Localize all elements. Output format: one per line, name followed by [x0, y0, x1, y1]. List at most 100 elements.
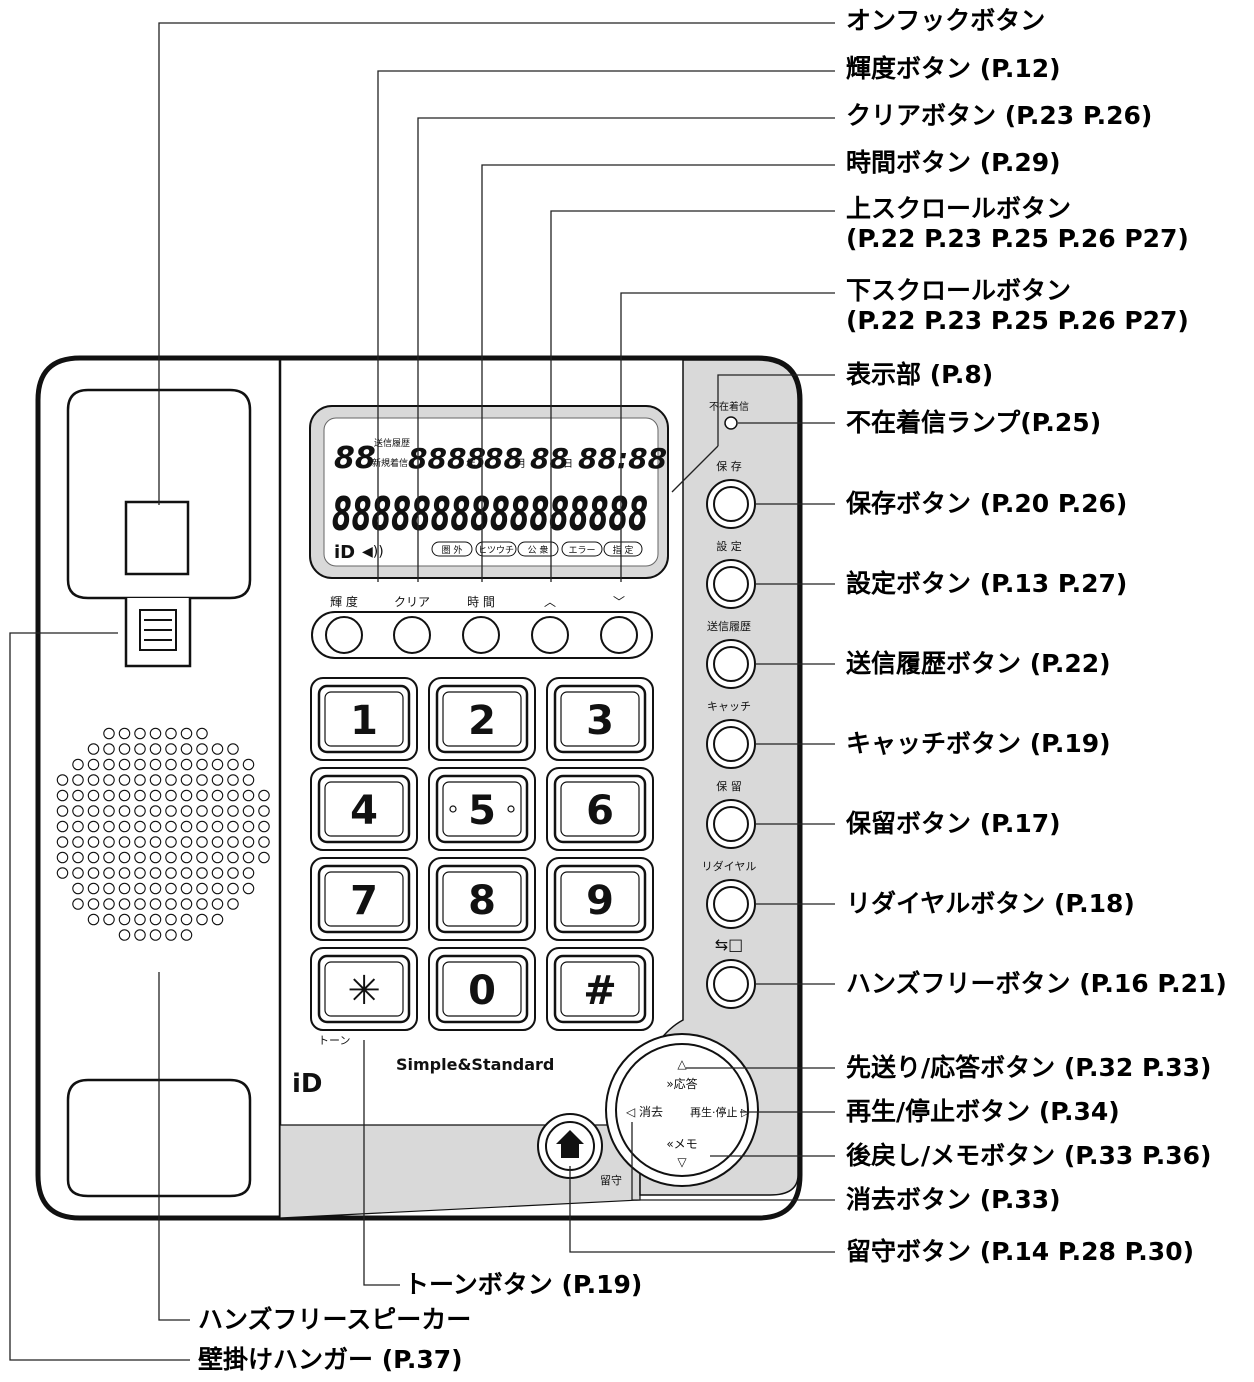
scroll-up-button[interactable] — [531, 616, 569, 654]
speaker-hole — [196, 789, 208, 802]
keypad-key[interactable] — [317, 864, 411, 934]
label-handsfree-button: ハンズフリーボタン (P.16 P.21) — [846, 969, 1227, 998]
hold-button-label: 保 留 — [716, 779, 742, 793]
speaker-hole — [196, 913, 208, 926]
speaker-hole — [165, 867, 177, 879]
onhook-button[interactable] — [124, 500, 190, 576]
label-scroll-up-title: 上スクロールボタン — [846, 194, 1072, 223]
speaker-hole — [103, 774, 115, 786]
tactile-dot — [507, 805, 515, 813]
top-function-buttons: 輝 度クリア時 間︿﹀ — [325, 594, 638, 654]
sent-history-button[interactable] — [713, 646, 749, 682]
dial-forward-label: »応答 — [666, 1076, 697, 1091]
speaker-hole — [211, 758, 224, 771]
leader-scroll-down — [620, 292, 835, 582]
redial-button[interactable] — [713, 886, 749, 922]
speaker-hole — [227, 758, 239, 771]
key-inner-rim — [442, 871, 522, 927]
speaker-hole — [72, 898, 84, 910]
speaker-hole — [196, 851, 208, 864]
speaker-hole — [72, 836, 84, 848]
scroll-down-button-label: ﹀ — [613, 595, 625, 609]
keypad-key[interactable] — [435, 954, 529, 1024]
answering-button-label: 留守 — [600, 1173, 622, 1187]
speaker-hole — [165, 913, 177, 926]
speaker-hole — [87, 898, 100, 910]
label-forward-answer-button: 先送り/応答ボタン (P.32 P.33) — [846, 1053, 1212, 1082]
keypad-key[interactable] — [435, 774, 529, 844]
keypad-key[interactable] — [553, 954, 647, 1024]
speaker-hole — [87, 805, 100, 817]
settings-button[interactable] — [713, 566, 749, 602]
keypad-key[interactable] — [317, 774, 411, 844]
keypad-key[interactable] — [553, 774, 647, 844]
dial-rewind-arrow: ▽ — [677, 1155, 687, 1169]
lcd-digits-small: 88 — [334, 441, 376, 476]
leader-tone — [363, 1040, 400, 1286]
scroll-down-button[interactable] — [600, 616, 638, 654]
speaker-hole — [118, 805, 131, 817]
keypad-key[interactable] — [553, 684, 647, 754]
key-inner-rim — [324, 871, 404, 927]
keypad-key[interactable] — [317, 684, 411, 754]
speaker-hole — [242, 805, 255, 817]
speaker-hole — [87, 867, 100, 879]
speaker-hole — [258, 851, 270, 864]
leader-display-2 — [717, 374, 835, 446]
lcd-status-text: ヒツウチ — [478, 545, 514, 556]
speaker-hole — [134, 743, 146, 755]
save-button[interactable] — [713, 486, 749, 522]
speaker-hole — [87, 913, 100, 926]
answering-dial[interactable] — [615, 1043, 749, 1177]
speaker-hole — [134, 789, 146, 802]
label-hold-button: 保留ボタン (P.17) — [846, 809, 1061, 838]
lcd-month-digits: 88 — [484, 442, 523, 475]
time-button[interactable] — [462, 616, 500, 654]
speaker-hole — [118, 758, 131, 771]
speaker-hole — [134, 851, 146, 864]
brightness-button[interactable] — [325, 616, 363, 654]
settings-button-label: 設 定 — [716, 539, 742, 553]
speaker-hole — [149, 913, 162, 926]
brand-label: Simple&Standard — [396, 1055, 554, 1074]
speaker-hole — [211, 898, 224, 910]
handsfree-icon: ⇆□ — [715, 935, 744, 954]
speaker-hole — [118, 727, 131, 740]
lcd-year-label: 年 — [466, 457, 476, 470]
handsfree-speaker-grille — [56, 727, 270, 941]
speaker-hole — [118, 820, 131, 833]
handsfree-button[interactable] — [713, 966, 749, 1002]
speaker-hole — [134, 836, 146, 848]
speaker-hole — [149, 774, 162, 786]
keypad-key[interactable] — [553, 864, 647, 934]
speaker-hole — [149, 727, 162, 740]
key-label: 8 — [468, 878, 496, 924]
speaker-hole — [56, 851, 69, 864]
speaker-hole — [196, 836, 208, 848]
speaker-hole — [87, 820, 100, 833]
catch-button[interactable] — [713, 726, 749, 762]
speaker-hole — [72, 789, 84, 802]
speaker-hole — [56, 820, 69, 833]
speaker-hole — [227, 774, 239, 786]
speaker-hole — [227, 836, 239, 848]
keypad-key[interactable] — [317, 954, 411, 1024]
clear-button[interactable] — [393, 616, 431, 654]
lcd-status-text: 指 定 — [613, 544, 634, 556]
speaker-hole — [196, 867, 208, 879]
label-tone-button: トーンボタン (P.19) — [404, 1270, 643, 1299]
speaker-hole — [103, 727, 115, 740]
speaker-hole — [149, 743, 162, 755]
speaker-hole — [227, 789, 239, 802]
sent-history-button-label: 送信履歴 — [707, 619, 751, 633]
tactile-dot — [449, 805, 457, 813]
speaker-hole — [180, 820, 193, 833]
keypad-key[interactable] — [435, 864, 529, 934]
speaker-hole — [180, 898, 193, 910]
speaker-hole — [242, 774, 255, 786]
keypad-key[interactable] — [435, 684, 529, 754]
hold-button[interactable] — [713, 806, 749, 842]
speaker-hole — [56, 836, 69, 848]
